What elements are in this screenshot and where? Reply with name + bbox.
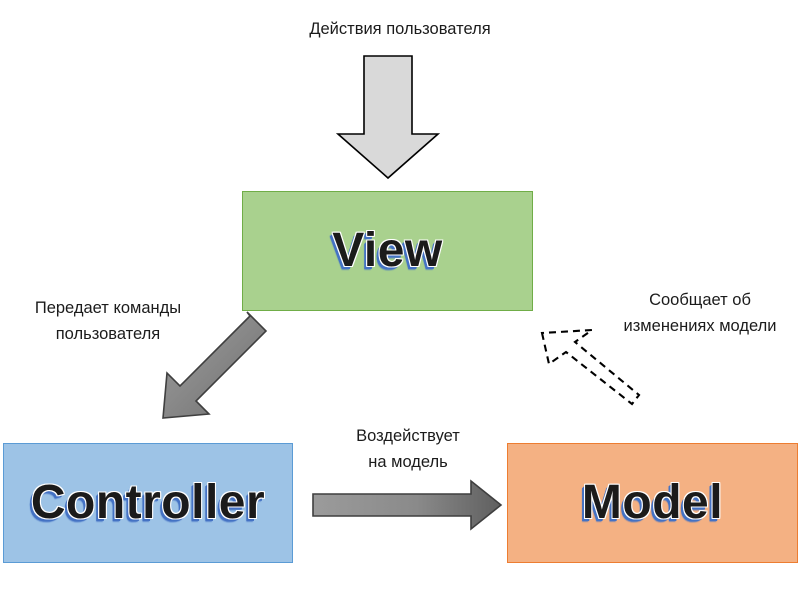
arrow-controller-to-model xyxy=(312,479,503,531)
node-controller-label: Controller xyxy=(30,476,266,529)
node-model-label: Model xyxy=(581,476,724,529)
node-view[interactable]: View xyxy=(242,191,533,311)
arrow-model-to-view xyxy=(540,328,641,406)
arrow-user-to-view xyxy=(335,55,441,180)
caption-notifies-model-changes: Сообщает об изменениях модели xyxy=(623,291,777,335)
caption-acts-on-model: Воздействует на модель xyxy=(356,427,460,471)
node-controller[interactable]: Controller xyxy=(3,443,293,563)
arrow-view-to-controller xyxy=(162,311,268,419)
caption-user-actions: Действия пользователя xyxy=(309,20,491,38)
caption-passes-user-commands: Передает команды пользователя xyxy=(34,299,182,343)
node-model[interactable]: Model xyxy=(507,443,798,563)
node-view-label: View xyxy=(332,224,443,277)
